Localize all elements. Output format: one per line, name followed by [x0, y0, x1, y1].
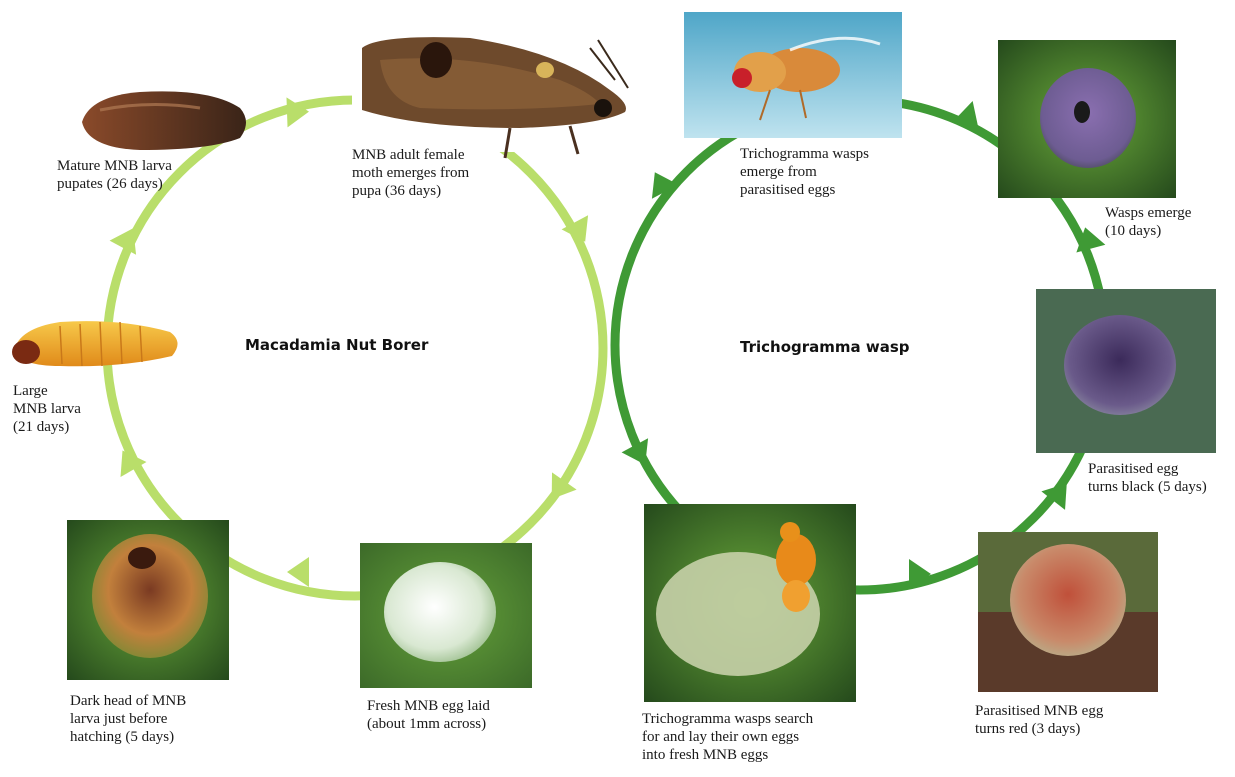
wasps-emerge-egg-photo — [998, 40, 1176, 198]
wasp-search-photo — [644, 504, 856, 702]
caption-black-egg: Parasitised egg turns black (5 days) — [1088, 460, 1207, 496]
fresh-egg-photo — [360, 543, 532, 688]
caption-fresh-egg: Fresh MNB egg laid (about 1mm across) — [367, 697, 490, 733]
mnb-cycle-title: Macadamia Nut Borer — [245, 336, 428, 354]
caption-red-egg: Parasitised MNB egg turns red (3 days) — [975, 702, 1103, 738]
black-egg-photo — [1036, 289, 1216, 453]
moth-photo — [352, 34, 637, 158]
caption-adult-moth: MNB adult female moth emerges from pupa … — [352, 146, 469, 200]
wasp-cycle-title: Trichogramma wasp — [740, 338, 910, 356]
caption-large-larva: Large MNB larva (21 days) — [13, 382, 81, 436]
arrow-icon — [622, 438, 659, 472]
caption-pupa: Mature MNB larva pupates (26 days) — [57, 157, 172, 193]
pupa-photo — [82, 91, 246, 150]
dark-head-egg-photo — [67, 520, 229, 680]
caption-wasps-emerge-photo: Trichogramma wasps emerge from parasitis… — [740, 145, 869, 199]
arrow-icon — [287, 557, 309, 587]
larva-photo — [12, 321, 178, 366]
caption-wasp-search: Trichogramma wasps search for and lay th… — [642, 710, 813, 764]
caption-dark-head: Dark head of MNB larva just before hatch… — [70, 692, 186, 746]
caption-wasps-emerge: Wasps emerge (10 days) — [1105, 204, 1191, 240]
red-egg-photo — [978, 532, 1158, 692]
wasp-emerge-photo — [684, 12, 902, 138]
